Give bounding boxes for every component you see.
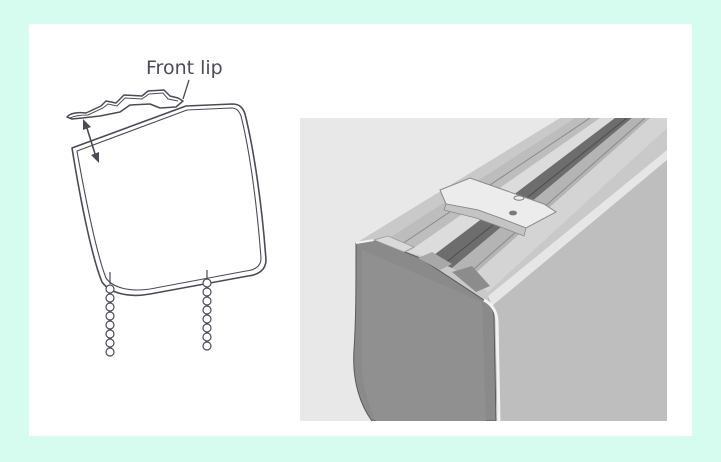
- front-lip-clip-inner: [69, 92, 179, 119]
- mounting-bracket: [439, 177, 557, 237]
- headrail-render: [300, 118, 667, 421]
- double-headed-arrow-icon: [83, 119, 99, 163]
- front-lip-leader-line: [182, 79, 190, 100]
- bracket-screw-hole: [509, 210, 517, 216]
- headrail-body-inner: [76, 107, 262, 291]
- front-lip-label: Front lip: [146, 57, 223, 79]
- cross-section-drawing: Front lip: [66, 57, 267, 357]
- bead-chain-icon: [105, 270, 212, 357]
- headrail-body-outer: [71, 103, 267, 297]
